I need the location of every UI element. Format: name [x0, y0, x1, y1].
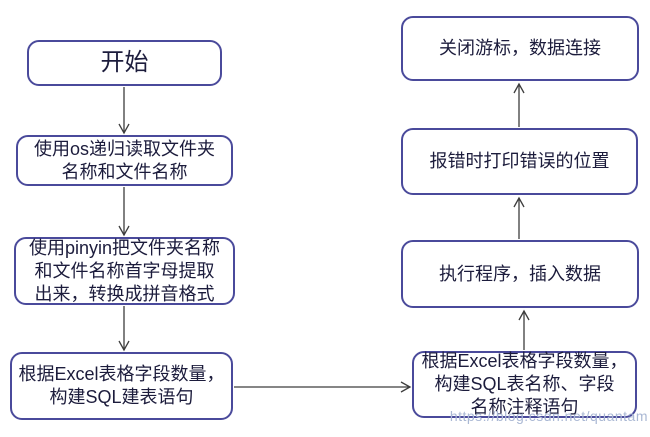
node-read-files: 使用os递归读取文件夹 名称和文件名称 [16, 135, 233, 186]
node-execute-insert-label: 执行程序，插入数据 [439, 263, 601, 284]
node-build-create-sql-line: 根据Excel表格字段数量， [18, 364, 225, 384]
node-read-files-line: 使用os递归读取文件夹 [33, 138, 215, 159]
node-read-files-line: 名称和文件名称 [61, 161, 188, 182]
node-close-cursor-connection: 关闭游标，数据连接 [401, 16, 639, 81]
arrow-comment-sql-to-execute [518, 309, 530, 350]
node-execute-insert: 执行程序，插入数据 [401, 240, 639, 308]
node-build-create-sql: 根据Excel表格字段数量， 构建SQL建表语句 [10, 352, 233, 420]
node-print-error-location: 报错时打印错误的位置 [401, 128, 638, 195]
node-build-comment-sql-line: 名称注释语句 [470, 397, 579, 417]
arrow-execute-to-error [513, 196, 525, 239]
csdn-watermark: https://blog.csdn.net/quantam [449, 408, 648, 424]
node-pinyin-convert-line: 出来，转换成拼音格式 [34, 283, 215, 304]
node-build-comment-sql-line: 构建SQL表名称、字段 [434, 374, 615, 394]
node-start: 开始 [27, 40, 222, 86]
node-close-cursor-connection-label: 关闭游标，数据连接 [439, 38, 601, 58]
node-pinyin-convert: 使用pinyin把文件夹名称 和文件名称首字母提取 出来，转换成拼音格式 [14, 237, 235, 305]
node-print-error-location-label: 报错时打印错误的位置 [429, 151, 610, 171]
node-build-comment-sql: 根据Excel表格字段数量， 构建SQL表名称、字段 名称注释语句 [412, 351, 637, 418]
node-pinyin-convert-line: 和文件名称首字母提取 [34, 260, 215, 281]
arrow-error-to-close [513, 82, 525, 127]
node-build-create-sql-line: 构建SQL建表语句 [49, 387, 194, 407]
arrow-start-to-read [118, 87, 130, 135]
arrow-read-to-pinyin [118, 187, 130, 237]
node-build-comment-sql-line: 根据Excel表格字段数量， [421, 351, 628, 371]
node-pinyin-convert-line: 使用pinyin把文件夹名称 [28, 237, 221, 258]
node-start-label: 开始 [100, 49, 149, 76]
arrow-pinyin-to-create-sql [118, 306, 130, 352]
arrow-create-sql-to-comment-sql [234, 381, 412, 393]
